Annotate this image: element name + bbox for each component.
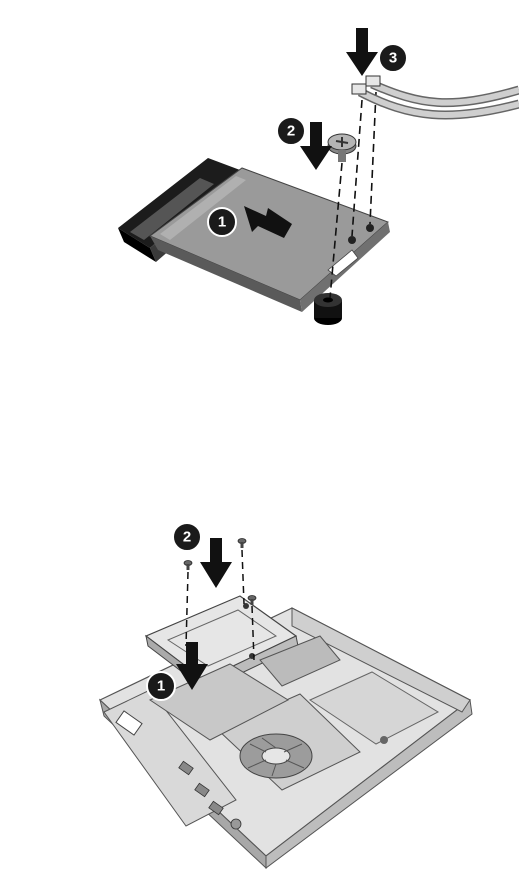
screw <box>184 561 192 571</box>
step-badge-1: 1 <box>147 672 175 700</box>
step-badge-1: 1 <box>208 208 236 236</box>
step-badge-2: 2 <box>277 117 305 145</box>
step-badge-label: 1 <box>218 214 226 231</box>
arrow-step-3 <box>346 28 378 76</box>
bottom-figure: 1 2 <box>100 523 472 868</box>
step-badge-2: 2 <box>173 523 201 551</box>
standoff <box>314 293 342 325</box>
step-badge-label: 1 <box>157 678 165 695</box>
step-badge-label: 2 <box>183 529 191 546</box>
screw <box>238 539 246 549</box>
top-figure: 1 2 3 <box>118 28 519 325</box>
screw <box>328 134 356 162</box>
step-badge-label: 2 <box>287 123 295 140</box>
antenna-cables <box>352 76 519 115</box>
step-badge-3: 3 <box>379 44 407 72</box>
step-badge-label: 3 <box>389 50 397 67</box>
arrow-step-2 <box>200 538 232 588</box>
